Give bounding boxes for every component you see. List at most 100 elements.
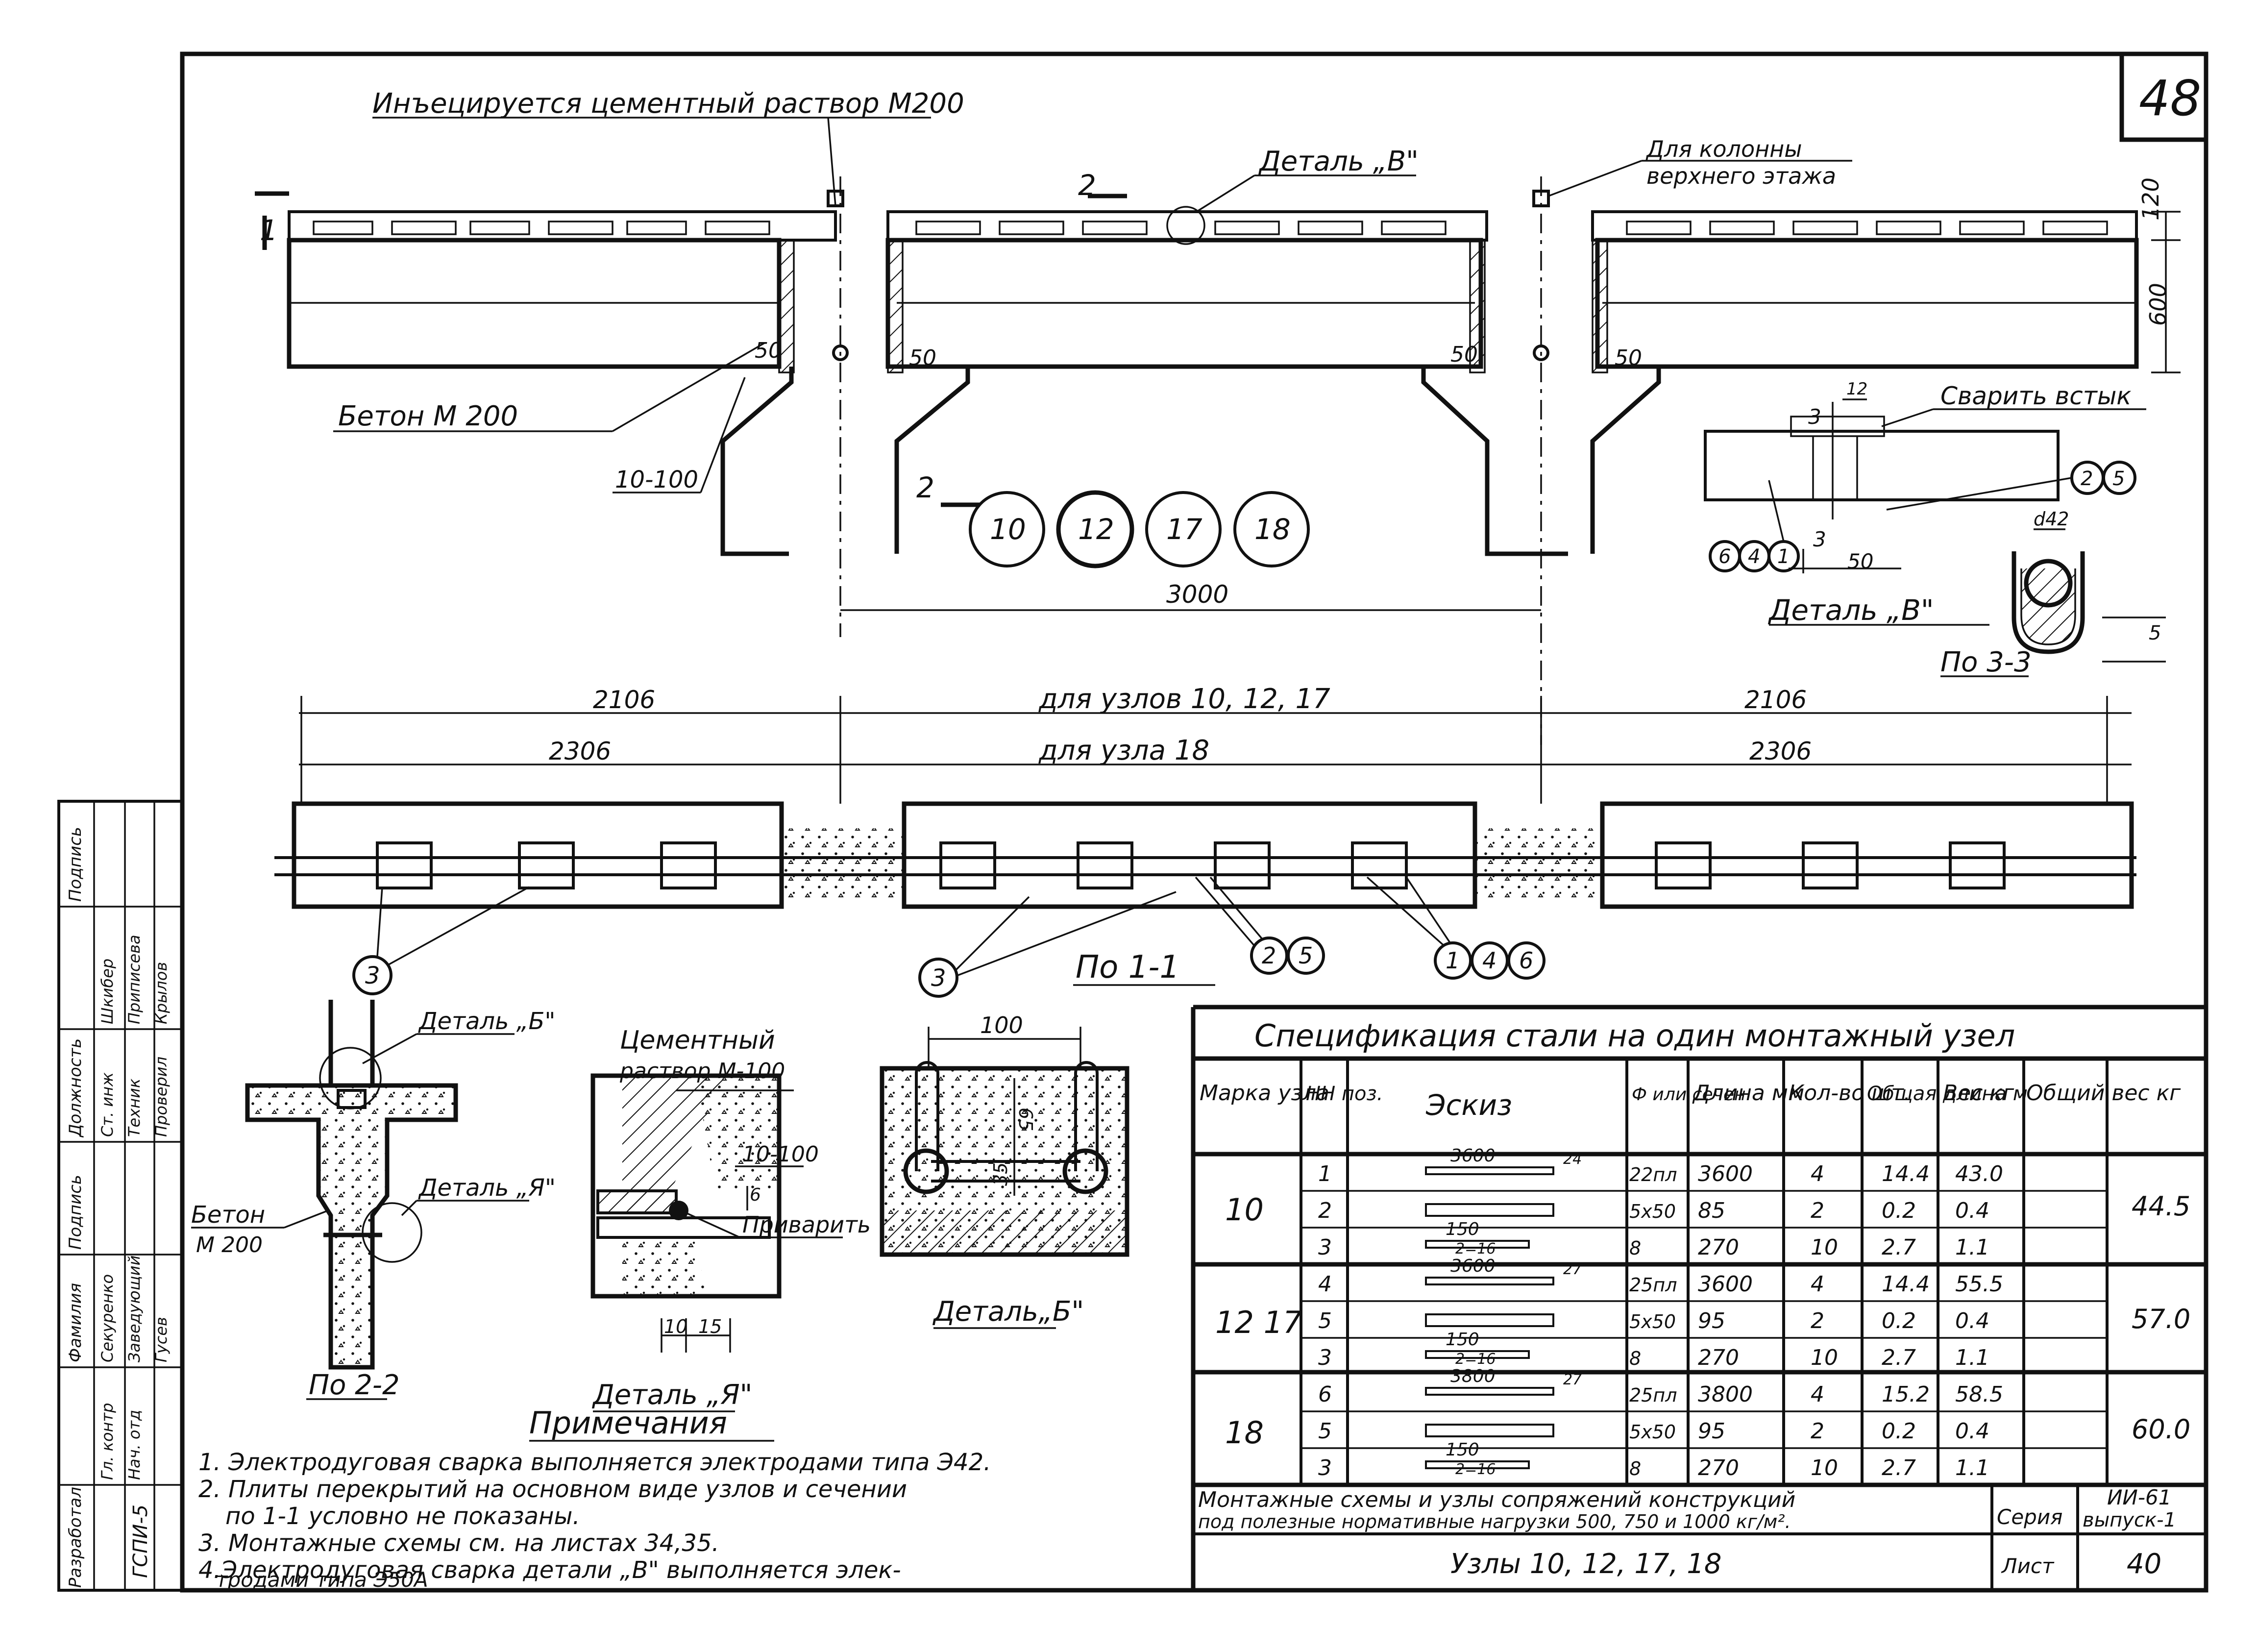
dim-for-nodes-2: для узла 18: [1038, 735, 1209, 766]
node-label-18: 18: [1254, 513, 1291, 546]
section-mark-2-top: 2: [1078, 169, 1096, 202]
spec-sketch-shape: [1425, 1387, 1554, 1396]
spec-cell-pos: 3: [1318, 1345, 1332, 1370]
view-plan-1-1: По 1-1: [1076, 949, 1179, 986]
view-detail-ya: Деталь „Я": [591, 1379, 752, 1411]
spec-cell-pos: 6: [1318, 1382, 1332, 1407]
dim-50-d: 50: [1615, 345, 1642, 370]
sheet-number-box: [2119, 51, 2208, 142]
note-4: 4.Электродуговая сварка детали „В" выпол…: [198, 1556, 901, 1584]
note-4b: тродами типа Э50А: [216, 1568, 428, 1592]
spec-cell-length: 270: [1698, 1345, 1739, 1370]
callout-1-left: 1: [1777, 545, 1790, 568]
stamp-r5-2: Крылов: [152, 962, 171, 1024]
stamp-h-signature: Подпись: [66, 827, 85, 902]
spec-cell-length: 3800: [1698, 1382, 1753, 1407]
spec-sketch-sub: 2=16: [1455, 1240, 1496, 1257]
title-description-2: под полезные нормативные нагрузки 500, 7…: [1198, 1511, 1791, 1532]
spec-cell-weight: 58.5: [1955, 1382, 2003, 1407]
dim-120: 120: [2137, 177, 2164, 221]
stamp-r0-0: Гл. контр: [98, 1403, 117, 1480]
stamp-r0-1: Секуренко: [98, 1274, 117, 1362]
spec-cell-section: 8: [1629, 1458, 1641, 1479]
title-block: Монтажные схемы и узлы сопряжений констр…: [1193, 1485, 2206, 1590]
view-detail-b: Деталь„Б": [932, 1296, 1084, 1328]
spec-cell-qty: 4: [1811, 1161, 1824, 1186]
spec-sketch-sub: 24: [1563, 1151, 1582, 1168]
spec-cell-qty: 4: [1811, 1382, 1824, 1407]
stamp-r3-1: Шкибер: [98, 959, 117, 1024]
dim-12: 12: [1846, 379, 1867, 399]
label-cement-grout-2: раствор М-100: [619, 1059, 785, 1084]
stamp-r1-0: Нач. отд: [125, 1410, 144, 1480]
note-2b: по 1-1 условно не показаны.: [225, 1503, 580, 1530]
section-mark-2-bottom: 2: [916, 471, 934, 504]
group-total-18: 60.0: [2132, 1414, 2190, 1445]
dim-35: 35: [990, 1162, 1011, 1186]
spec-sketch-shape: [1425, 1166, 1554, 1175]
node-label-10: 10: [990, 513, 1026, 546]
spec-cell-weight: 43.0: [1955, 1161, 2003, 1186]
spec-cell-section: 8: [1629, 1348, 1641, 1369]
spec-cell-weight: 55.5: [1955, 1272, 2003, 1297]
th-qty: Кол-во шт.: [1789, 1081, 1911, 1106]
spec-cell-pos: 3: [1318, 1455, 1332, 1480]
group-total-10: 44.5: [2132, 1191, 2190, 1222]
notes-title: Примечания: [529, 1405, 727, 1441]
node-circle-12: [1056, 490, 1134, 568]
label-rebar-spacing: 10-100: [615, 466, 698, 493]
callout-2-plan: 2: [1262, 942, 1276, 969]
node-label-17: 17: [1166, 513, 1202, 546]
spec-cell-pos: 5: [1318, 1308, 1332, 1333]
title-series-label: Серия: [1997, 1505, 2062, 1529]
stamp-r5-1: Проверил: [152, 1057, 171, 1137]
spec-cell-qty: 4: [1811, 1272, 1824, 1297]
dim-6: 6: [750, 1185, 761, 1205]
spec-cell-length: 270: [1698, 1235, 1739, 1260]
dim-2306-left: 2306: [549, 737, 611, 765]
side-stamp: Разработал ГСПИ-5 Должность Фамилия Подп…: [57, 800, 184, 1592]
spec-cell-length: 95: [1698, 1308, 1725, 1333]
label-concrete-2: М 200: [196, 1233, 263, 1257]
stamp-org-code: ГСПИ-5: [129, 1504, 152, 1578]
note-1: 1. Электродуговая сварка выполняется эле…: [198, 1449, 991, 1476]
callout-4-left: 4: [1748, 545, 1760, 568]
th-total-weight: Общий вес кг: [2026, 1081, 2181, 1106]
th-weight: Вес кг: [1943, 1081, 2014, 1106]
dim-65: 65: [1015, 1108, 1036, 1131]
dim-100: 100: [980, 1012, 1023, 1038]
callout-1-plan: 1: [1446, 947, 1460, 974]
note-2: 2. Плиты перекрытий на основном виде узл…: [198, 1476, 907, 1503]
spec-cell-tot_len: 2.7: [1882, 1455, 1916, 1480]
dim-3-top: 3: [1808, 405, 1821, 429]
spec-cell-tot_len: 15.2: [1882, 1382, 1930, 1407]
spec-cell-section: 8: [1629, 1237, 1641, 1259]
spec-cell-weight: 0.4: [1955, 1419, 1989, 1444]
title-drawing: Узлы 10, 12, 17, 18: [1450, 1548, 1722, 1580]
spec-sketch-sub: 27: [1563, 1371, 1582, 1388]
elevation-view: 1 2 2 120 600 50 50 50 50 Инъецируется ц…: [255, 88, 2181, 745]
dim-600: 600: [2145, 283, 2171, 326]
spec-cell-length: 270: [1698, 1455, 1739, 1480]
spec-sketch-shape: [1425, 1460, 1530, 1469]
title-description-1: Монтажные схемы и узлы сопряжений констр…: [1198, 1487, 1795, 1512]
spec-cell-length: 3600: [1698, 1161, 1753, 1186]
spec-cell-qty: 2: [1811, 1198, 1824, 1223]
callout-2-right: 2: [2081, 468, 2093, 490]
spec-cell-tot_len: 0.2: [1882, 1419, 1916, 1444]
dim-50-c: 50: [1450, 342, 1478, 367]
section-2-2: Деталь „Б" Деталь „Я" Бетон М 200 По 2-2: [191, 1000, 556, 1401]
node-circle-18: [1233, 491, 1310, 567]
spec-cell-length: 3600: [1698, 1272, 1753, 1297]
callout-4-plan: 4: [1482, 947, 1496, 974]
stamp-r3-0: Ст. инж: [98, 1072, 117, 1137]
spec-sketch-shape: [1425, 1424, 1554, 1437]
dim-2106-left: 2106: [593, 686, 655, 714]
title-sheet-value: 40: [2127, 1548, 2161, 1580]
spec-cell-pos: 1: [1318, 1161, 1332, 1186]
detail-v-drawing: 12 3 3 50 Сварить встык 2 5 6 4 1 Деталь…: [1704, 379, 2166, 678]
spec-table: Спецификация стали на один монтажный узе…: [1191, 1005, 2206, 1590]
spec-cell-tot_len: 14.4: [1882, 1272, 1930, 1297]
spec-cell-weight: 1.1: [1955, 1345, 1989, 1370]
